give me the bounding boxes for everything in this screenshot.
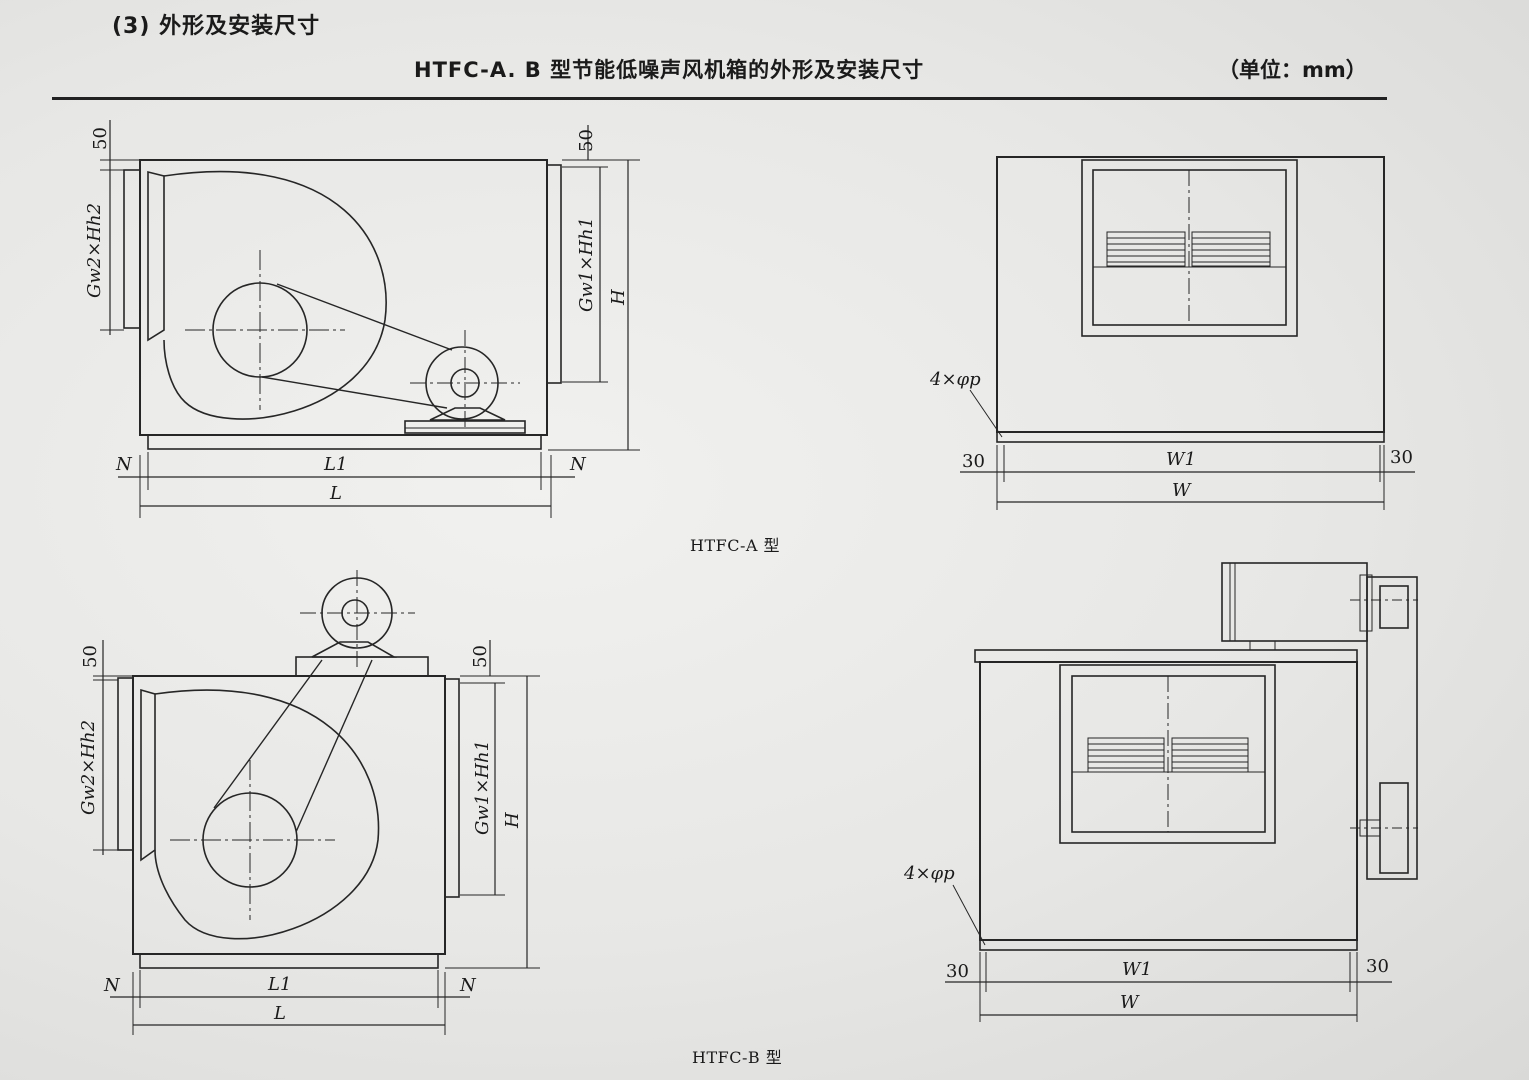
fig-a-total-width: W (1172, 480, 1192, 501)
fig-b-outlet-size: Gw2×Hh2 (78, 720, 99, 815)
fig-a-front-view (960, 156, 1415, 510)
fig-b-holes: 4×φp (903, 863, 955, 884)
fig-b-inlet-size: Gw1×Hh1 (472, 740, 493, 835)
section-heading: (3) 外形及安装尺寸 (112, 14, 321, 39)
fig-a-outlet-size: Gw2×Hh2 (84, 203, 105, 298)
unit-label: （单位：mm） (1218, 58, 1367, 82)
fig-b-front-right-margin: 30 (1366, 956, 1389, 977)
fig-b-front-view (945, 562, 1418, 1022)
fig-a-front-left-margin: 30 (962, 451, 985, 472)
fig-b-base-length: L1 (267, 974, 291, 995)
fig-a-height: H (608, 289, 629, 306)
fig-a-inlet-size: Gw1×Hh1 (576, 217, 597, 312)
fig-b-height: H (502, 812, 523, 829)
fig-b-left-margin: N (103, 975, 121, 996)
fig-a-top-offset-right: 50 (576, 129, 597, 152)
fig-a-base-length: L1 (323, 454, 347, 475)
fig-a-side-view (100, 120, 640, 518)
fig-a-top-offset-left: 50 (90, 127, 111, 150)
fig-b-top-offset-right: 50 (470, 645, 491, 668)
fig-b-total-length: L (273, 1003, 286, 1024)
fig-b-base-width: W1 (1122, 959, 1152, 980)
fig-b-right-margin: N (459, 975, 477, 996)
fig-a-holes: 4×φp (929, 369, 981, 390)
fig-a-left-margin: N (115, 454, 133, 475)
fig-b-caption: HTFC-B 型 (692, 1048, 783, 1067)
title-rule (52, 97, 1387, 100)
fig-a-front-right-margin: 30 (1390, 447, 1413, 468)
fig-b-total-width: W (1120, 992, 1140, 1013)
fig-b-top-offset-left: 50 (80, 645, 101, 668)
fig-b-front-left-margin: 30 (946, 961, 969, 982)
fig-a-right-margin: N (569, 454, 587, 475)
fig-b-side-view (93, 570, 540, 1035)
fig-a-caption: HTFC-A 型 (690, 536, 781, 555)
table-title: HTFC-A. B 型节能低噪声风机箱的外形及安装尺寸 (414, 58, 925, 82)
fig-a-base-width: W1 (1166, 449, 1196, 470)
fig-a-total-length: L (329, 483, 342, 504)
